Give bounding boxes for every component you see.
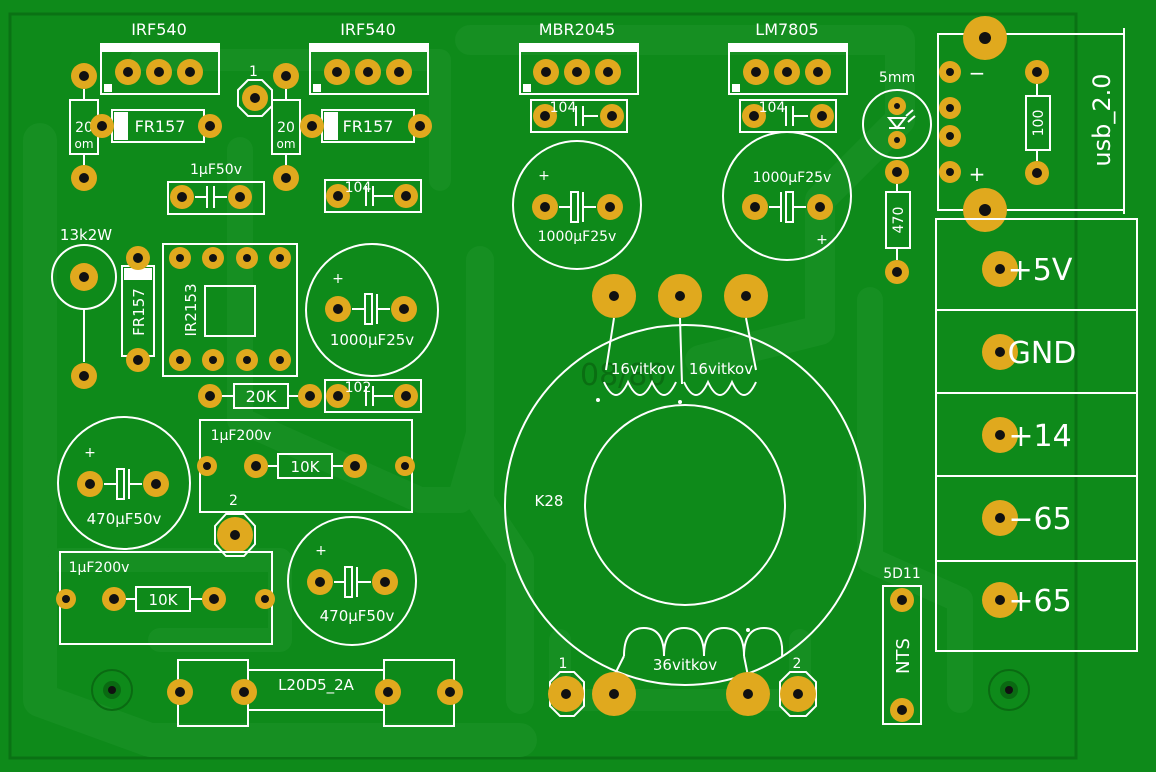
usb-connector: − + usb_2.0 <box>937 16 1125 232</box>
snubber-b-cap-label: 1μF200v <box>69 560 130 576</box>
terminal-plus65-label: +65 <box>1008 584 1071 619</box>
cap-470uf-b-plus: + <box>315 543 327 559</box>
cap-104-a: 104 <box>324 179 422 213</box>
mosfet-q1-label: IRF540 <box>131 20 187 39</box>
cap-1000uf-b-label: 1000μF25v <box>753 170 832 186</box>
secondary-2-label: 16vitkov <box>689 360 753 378</box>
resistor-470-label: 470 <box>891 207 907 234</box>
resistor-13k2w-label: 13k2W <box>60 226 112 244</box>
pin2-label: 2 <box>229 493 238 509</box>
pin1-label: 1 <box>249 64 258 80</box>
cap-1000uf-a-label: 1000μF25v <box>538 229 617 245</box>
mounting-hole-left <box>91 669 133 711</box>
schottky-label: MBR2045 <box>539 20 616 39</box>
mosfet-q2: IRF540 <box>309 20 429 95</box>
primary-label: 36vitkov <box>653 656 717 674</box>
ntc-part-label: 5D11 <box>883 566 921 582</box>
terminal-14v-label: +14 <box>1008 419 1071 454</box>
diode-fr157-1-label: FR157 <box>135 117 186 136</box>
resistor-20k-label: 20K <box>246 387 277 406</box>
cap-1000uf-c-label: 1000μF25v <box>330 331 414 349</box>
mosfet-q2-label: IRF540 <box>340 20 396 39</box>
diode-fr157-2: FR157 <box>300 109 432 143</box>
core-label: K28 <box>535 492 564 510</box>
snubber-a-cap-label: 1μF200v <box>211 428 272 444</box>
snubber-b-resistor-label: 10K <box>149 591 179 609</box>
test-point-2: 2 <box>214 493 256 557</box>
fuse-holder: L20D5_2A <box>167 659 463 727</box>
gate-resistor-1: 20 om <box>69 63 99 191</box>
resistor-100: 100 <box>1025 60 1051 185</box>
cap-470uf-a: + 470μF50v <box>57 416 191 550</box>
cap-102-label: 102 <box>345 380 372 396</box>
output-terminal-block: +5V GND +14 −65 +65 <box>935 218 1138 652</box>
led-label: 5mm <box>879 70 915 86</box>
gate-resistor-2-unit: om <box>276 137 295 151</box>
cap-104-c-label: 104 <box>759 100 786 116</box>
cap-470uf-b-label: 470μF50v <box>320 607 395 625</box>
cap-102: 102 <box>324 379 422 413</box>
cap-1000uf-a-plus: + <box>538 168 550 184</box>
resistor-20k: 20K <box>198 383 322 409</box>
ic-ir2153: IR2153 <box>162 243 298 377</box>
primary-in-label: 1 <box>559 656 568 672</box>
cap-104-c: 104 <box>739 99 837 133</box>
cap-1000uf-b-plus: + <box>816 232 828 248</box>
cap-1uf50v-label: 1μF50v <box>190 162 242 178</box>
snubber-a: 1μF200v 10K <box>197 419 415 513</box>
usb-minus-label: − <box>969 61 986 85</box>
fuse-label: L20D5_2A <box>278 676 355 695</box>
cap-470uf-a-label: 470μF50v <box>87 510 162 528</box>
terminal-minus65-label: −65 <box>1008 502 1071 537</box>
regulator: LM7805 <box>728 20 848 95</box>
secondary-1-label: 16vitkov <box>611 360 675 378</box>
diode-fr157-3: FR157 <box>121 246 155 372</box>
mosfet-q1: IRF540 <box>100 20 220 95</box>
cap-1000uf-a: + 1000μF25v <box>512 140 642 270</box>
cap-470uf-b: + 470μF50v <box>287 516 417 646</box>
snubber-a-resistor-label: 10K <box>291 458 321 476</box>
diode-fr157-1: FR157 <box>90 109 222 143</box>
cap-1000uf-c: + 1000μF25v <box>305 243 439 377</box>
schottky-diode: MBR2045 <box>519 20 639 95</box>
ic-ir2153-label: IR2153 <box>182 283 200 336</box>
led-5mm: 5mm <box>862 70 932 159</box>
regulator-label: LM7805 <box>755 20 818 39</box>
bottom-layer-ghost-text: 08/80 <box>580 358 666 393</box>
diode-fr157-2-label: FR157 <box>343 117 394 136</box>
cap-1uf50v: 1μF50v <box>167 162 265 215</box>
cap-104-b: 104 <box>530 99 628 133</box>
resistor-100-label: 100 <box>1031 110 1047 137</box>
gate-resistor-1-unit: om <box>74 137 93 151</box>
ntc-label: NTS <box>893 638 914 674</box>
gate-resistor-2: 20 om <box>271 63 301 191</box>
terminal-gnd-label: GND <box>1008 336 1077 371</box>
usb-connector-label: usb_2.0 <box>1088 73 1116 166</box>
mounting-hole-right <box>988 669 1030 711</box>
diode-fr157-3-label: FR157 <box>130 288 148 336</box>
cap-470uf-a-plus: + <box>84 445 96 461</box>
ntc-thermistor: 5D11 NTS <box>882 566 922 725</box>
board-outline <box>8 12 1078 760</box>
transformer: 08/80 16vitkov 16vitkov K28 36vitkov 1 2 <box>504 274 866 717</box>
resistor-13k2w: 13k2W <box>51 226 117 389</box>
resistor-470: 470 <box>885 160 911 284</box>
cap-104-b-label: 104 <box>550 100 577 116</box>
snubber-b: 1μF200v 10K <box>56 551 275 645</box>
gate-resistor-1-value: 20 <box>75 120 93 136</box>
cap-104-a-label: 104 <box>345 180 372 196</box>
cap-1000uf-c-plus: + <box>332 271 344 287</box>
primary-out-label: 2 <box>793 656 802 672</box>
cap-1000uf-b: 1000μF25v + <box>722 131 852 261</box>
terminal-5v-label: +5V <box>1008 253 1073 288</box>
usb-plus-label: + <box>969 162 986 186</box>
gate-resistor-2-value: 20 <box>277 120 295 136</box>
